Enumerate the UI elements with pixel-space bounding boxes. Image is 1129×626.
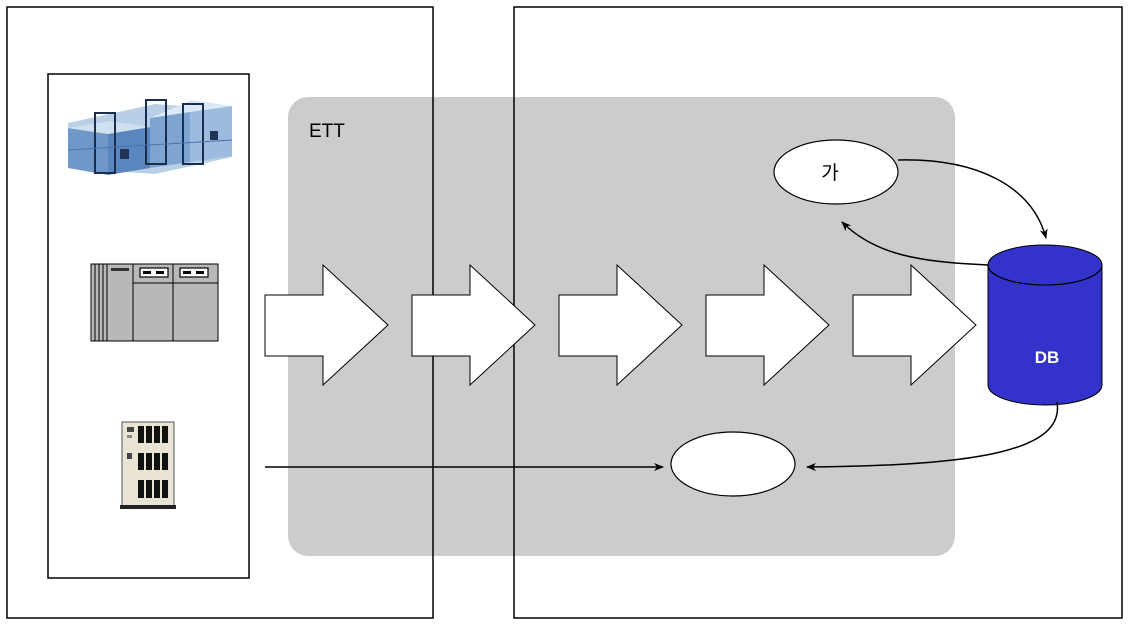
process-to-db-arrow <box>897 159 1048 239</box>
server-tower-icon <box>120 421 176 509</box>
output-node <box>670 431 796 497</box>
db-to-output-arrow <box>806 401 1059 471</box>
server-rack-icon <box>90 263 219 342</box>
database-cylinder <box>987 244 1103 406</box>
process-node-label: 가 <box>821 162 838 184</box>
flow-arrow-5 <box>852 263 977 387</box>
flow-arrow-2 <box>411 263 536 387</box>
flow-arrow-3 <box>558 263 683 387</box>
db-label: DB <box>1035 348 1060 367</box>
process-node <box>773 139 899 205</box>
flow-arrow-4 <box>705 263 830 387</box>
ett-label: ETT <box>309 121 345 142</box>
db-to-process-arrow <box>841 221 989 266</box>
flow-arrow-1 <box>264 263 389 387</box>
mainframe-server-icon <box>67 99 233 175</box>
